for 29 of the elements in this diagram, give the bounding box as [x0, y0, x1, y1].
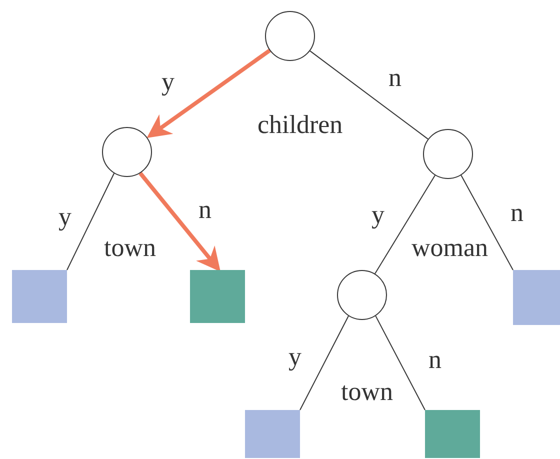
edge-label: y [288, 344, 302, 370]
edge-label: n [388, 65, 402, 91]
branch-line [300, 316, 349, 410]
edge-label: y [372, 202, 384, 228]
arrow [146, 48, 271, 138]
split-label: children [258, 112, 343, 138]
split-label: woman [412, 235, 488, 261]
edge-label: y [58, 204, 72, 230]
leaf-square [425, 410, 480, 458]
leaf-square [245, 410, 300, 458]
branch-line [66, 172, 115, 270]
split-label: town [341, 379, 393, 405]
leaf-square [12, 270, 67, 323]
branch-line [374, 174, 436, 274]
circle-node [102, 127, 152, 177]
circle-node [265, 11, 315, 61]
circle-node [423, 129, 473, 179]
branch-line [460, 174, 514, 270]
edge-label: n [428, 347, 442, 373]
arrow [138, 172, 221, 272]
branch-line [310, 50, 428, 140]
edge-label: y [162, 69, 174, 95]
leaf-square [190, 270, 245, 323]
leaf-square [513, 270, 560, 325]
edge-label: n [198, 197, 212, 223]
edge-label: n [510, 200, 524, 226]
split-label: town [104, 235, 156, 261]
branch-line [375, 315, 426, 410]
circle-node [337, 270, 387, 320]
